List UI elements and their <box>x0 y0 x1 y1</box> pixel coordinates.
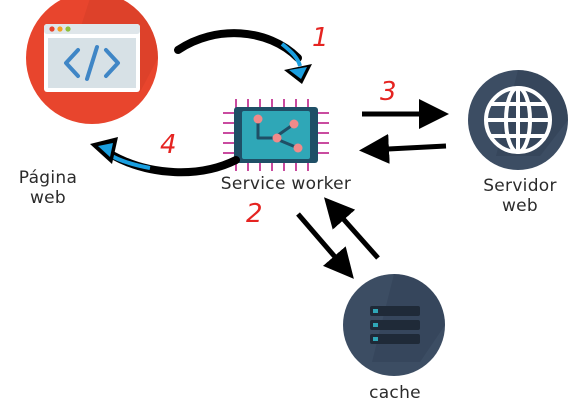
arrow-4-worker-to-page <box>90 137 240 177</box>
service-worker-label: Service worker <box>220 174 352 194</box>
web-page-label-line1: Página <box>18 168 78 188</box>
circuit-chip-icon <box>223 99 329 171</box>
code-window-icon <box>44 24 140 92</box>
globe-icon <box>484 86 552 154</box>
arrow-2-worker-to-cache <box>296 212 354 279</box>
web-page-label-line2: web <box>29 188 67 208</box>
cache-node <box>343 274 445 376</box>
service-worker-node <box>223 99 329 171</box>
step-number-1: 1 <box>312 23 329 53</box>
web-page-label: Página web <box>8 168 88 208</box>
cache-label: cache <box>369 383 421 403</box>
step-number-2: 2 <box>246 199 263 229</box>
step-number-3: 3 <box>380 77 397 107</box>
web-server-label-line1: Servidor <box>483 176 557 196</box>
step-number-4: 4 <box>160 130 177 160</box>
web-server-node <box>468 70 568 170</box>
web-server-label: Servidor web <box>470 176 570 216</box>
arrow-1-page-to-worker <box>174 29 312 84</box>
database-stack-icon <box>370 306 420 344</box>
web-server-label-line2: web <box>501 196 539 216</box>
arrow-3-server-to-worker <box>359 133 447 164</box>
arrow-2-cache-to-worker <box>324 197 380 260</box>
web-page-node <box>26 0 158 124</box>
